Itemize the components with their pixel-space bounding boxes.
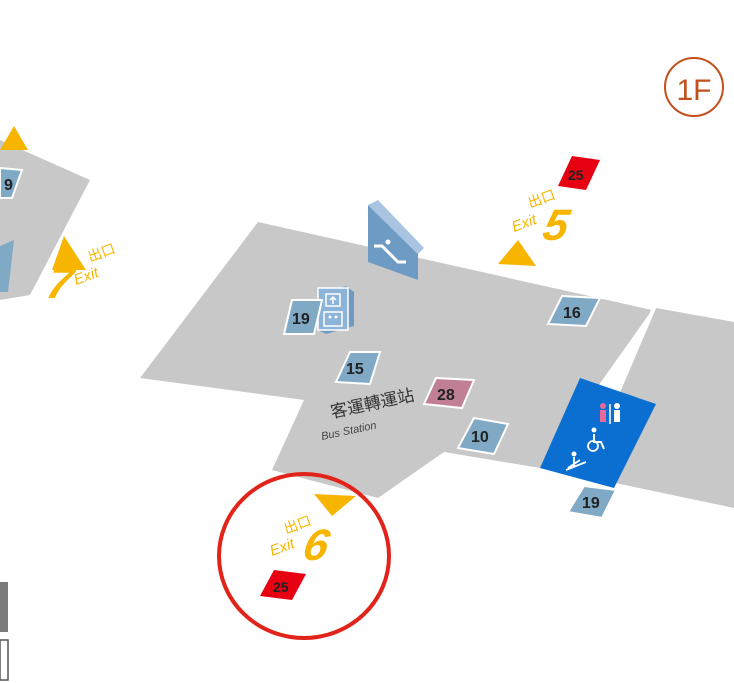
exit-arrow-top-left [0,126,28,150]
marker-19-left-label: 19 [292,311,310,328]
exit-6-marker-25-label: 25 [273,579,289,595]
escalator[interactable] [368,200,424,280]
exit-5-label-en: Exit [510,211,540,236]
marker-19-right[interactable]: 19 [566,484,618,520]
marker-15-label: 15 [346,361,364,378]
exit-5-arrow [498,240,536,266]
marker-15[interactable]: 15 [334,351,382,386]
floor-indicator: 1F [664,57,724,117]
exit-5-marker-25 [558,156,600,190]
restroom-icon [600,403,620,424]
exit-6-label-en: Exit [268,535,298,560]
exit-6-highlight-circle [217,472,391,640]
floor-label: 1F [676,74,711,107]
exit-6-marker-25 [260,570,306,600]
exit-5-number: 5 [539,201,575,249]
exit-7-arrow [52,236,86,270]
bottom-left-partial [0,582,9,681]
marker-28-label: 28 [437,387,455,404]
marker-19-left[interactable]: 19 [282,299,324,335]
escalator-icon [374,239,406,264]
exit-6-arrow [314,494,356,516]
elevator[interactable] [317,286,354,334]
marker-19-right-label: 19 [582,495,600,512]
baby-care-icon [565,451,587,471]
marker-16-label: 16 [563,305,581,322]
marker-28[interactable]: 28 [422,376,476,410]
marker-10-label: 10 [471,429,489,446]
exit-7-label-zh: 出口 [86,241,118,266]
exit-7-number: 7 [43,259,80,307]
exit-5-marker-25-label: 25 [568,167,584,183]
marker-9-partial: 9 [4,177,13,194]
exit-5-sign[interactable]: 25 出口 Exit 5 [498,156,600,266]
left-concourse: 9 [0,126,90,300]
marker-10[interactable]: 10 [456,416,510,456]
wheelchair-icon [587,427,605,452]
restroom-facility[interactable] [540,378,656,488]
elevator-icon [323,293,343,327]
marker-16[interactable]: 16 [546,294,602,328]
main-concourse [140,222,652,498]
exit-6-sign[interactable]: 出口 Exit 6 25 [217,472,391,640]
